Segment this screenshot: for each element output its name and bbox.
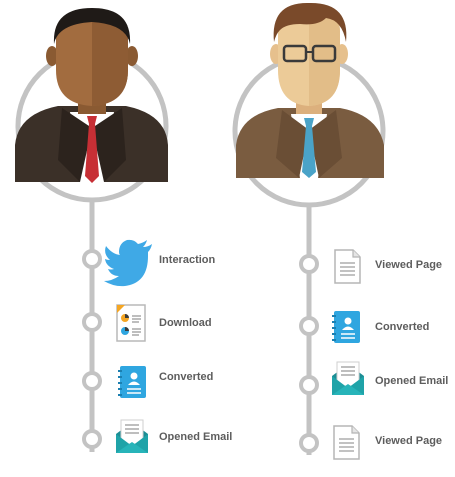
event-label-viewed-page: Viewed Page	[375, 435, 443, 447]
timeline-node	[299, 254, 319, 274]
event-label-interaction: Interaction	[159, 254, 216, 266]
event-label-viewed-page: Viewed Page	[375, 259, 443, 271]
timeline-right	[232, 2, 386, 460]
avatar-person-glasses	[232, 2, 386, 208]
event-label-download: Download	[159, 317, 212, 329]
twitter-bird-icon	[104, 239, 152, 287]
timeline-node	[82, 312, 102, 332]
open-envelope-icon	[332, 361, 364, 395]
timeline-node	[82, 429, 102, 449]
timeline-node	[299, 375, 319, 395]
page-icon	[333, 425, 360, 460]
contact-notebook-icon	[332, 311, 360, 343]
event-label-opened-email: Opened Email	[159, 431, 233, 443]
timeline-node	[299, 316, 319, 336]
open-envelope-icon	[116, 419, 148, 453]
timeline-node	[299, 433, 319, 453]
timeline-left	[15, 8, 169, 453]
avatar-person-dark-suit	[15, 8, 169, 203]
timeline-node	[82, 249, 102, 269]
event-label-converted: Converted	[375, 321, 430, 333]
timeline-node	[82, 371, 102, 391]
contact-notebook-icon	[118, 366, 146, 398]
report-document-icon	[116, 304, 146, 342]
page-icon	[334, 249, 361, 284]
event-label-opened-email: Opened Email	[375, 375, 449, 387]
event-label-converted: Converted	[159, 371, 214, 383]
